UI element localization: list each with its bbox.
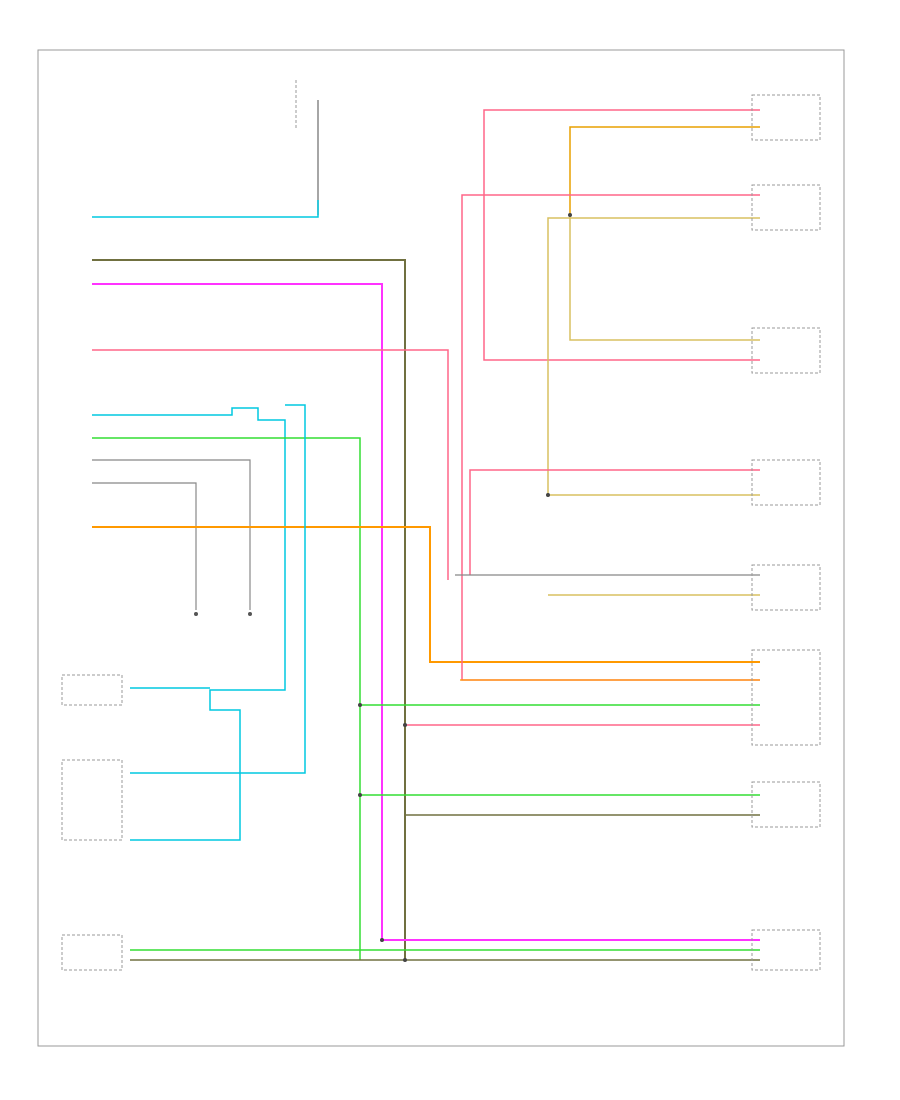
wire-gray-2 [92, 482, 197, 610]
component-box-4 [751, 459, 821, 506]
component-box-3 [751, 327, 821, 374]
wire-tan-orange-top [569, 126, 760, 215]
wire-magenta-1 [92, 283, 760, 941]
wire-pink-1 [92, 349, 449, 580]
wire-gray-1 [92, 459, 251, 610]
diagram-frame [37, 49, 845, 1047]
wire-light-green-1 [92, 437, 361, 960]
component-box-left-2 [61, 759, 123, 841]
component-box-7 [751, 781, 821, 828]
wire-light-blue-3 [130, 404, 306, 774]
component-box-2 [751, 184, 821, 231]
wire-tan-2 [547, 217, 760, 496]
splice-dots [358, 213, 572, 962]
component-box-8 [751, 929, 821, 971]
wire-dark-green-1 [92, 259, 406, 960]
component-box-5 [751, 564, 821, 611]
wire-pink-3 [469, 469, 760, 575]
ground-symbol-2 [248, 612, 252, 616]
wire-light-blue-2 [92, 407, 286, 841]
component-box-left-1 [61, 674, 123, 706]
wire-light-blue-1 [92, 200, 319, 218]
component-box-1 [751, 94, 821, 141]
component-box-6 [751, 649, 821, 746]
wire-pink-2 [461, 194, 760, 681]
wire-tan-3 [569, 215, 760, 341]
wire-pink-top [483, 109, 760, 361]
ground-symbol-1 [194, 612, 198, 616]
wire-orange-1 [92, 526, 760, 663]
component-box-left-3 [61, 934, 123, 971]
